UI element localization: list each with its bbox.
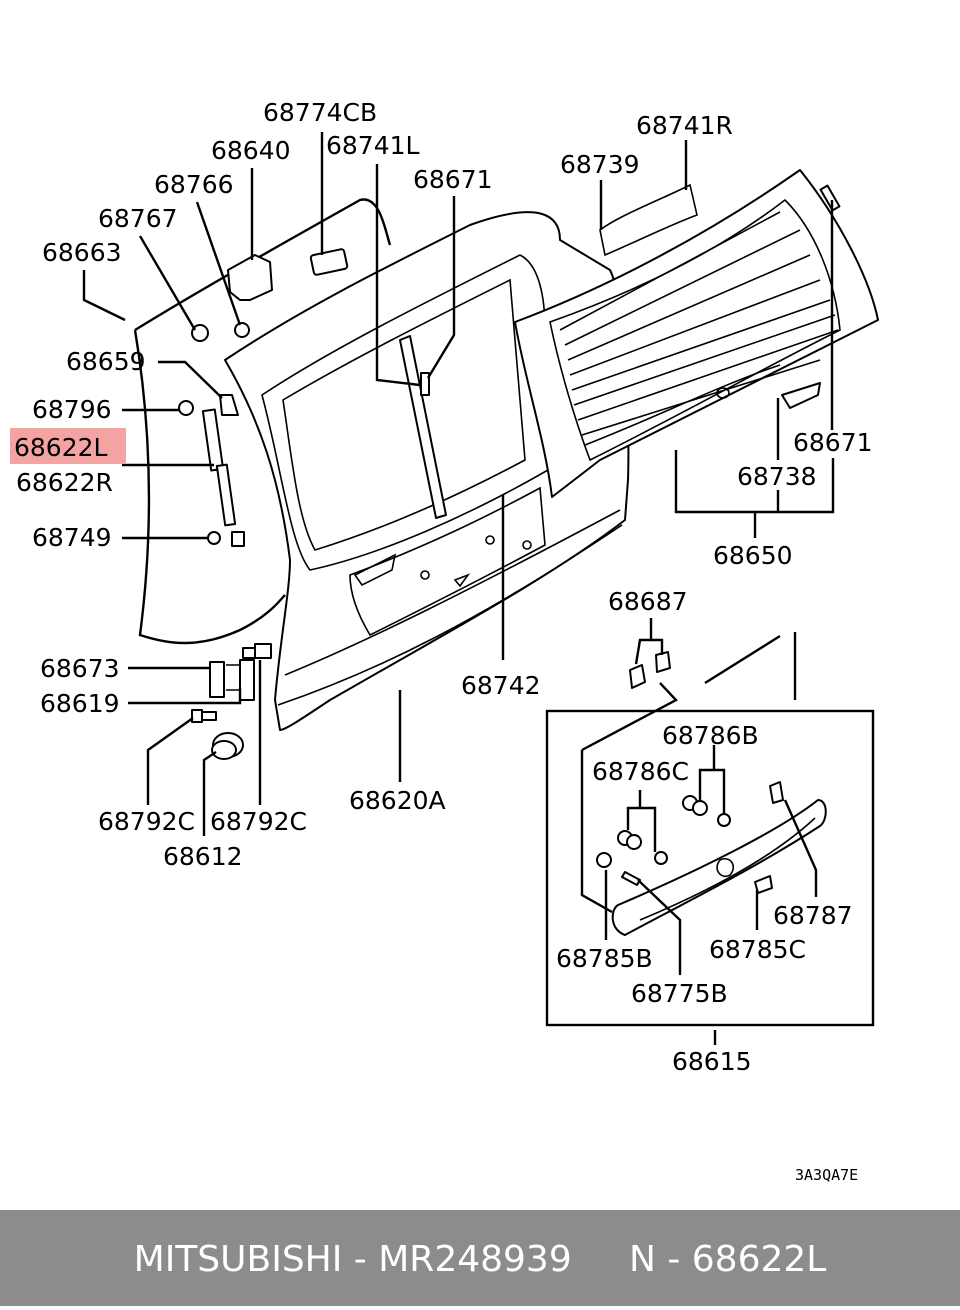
label-68687: 68687 [608, 587, 688, 616]
label-68650: 68650 [713, 541, 793, 570]
label-68739: 68739 [560, 150, 640, 179]
label-68741r: 68741R [636, 111, 733, 140]
part-labels: 68774CB 68640 68766 68767 68663 68741L 6… [14, 98, 873, 1184]
label-68792c-right: 68792C [210, 807, 307, 836]
label-68620a: 68620A [349, 786, 446, 815]
part-68671-top [420, 372, 430, 396]
label-68741l: 68741L [326, 131, 420, 160]
label-68749: 68749 [32, 523, 112, 552]
label-68774cb: 68774CB [263, 98, 377, 127]
label-68663: 68663 [42, 238, 122, 267]
weatherstrip-seal [133, 198, 392, 645]
part-68640-hinge [227, 254, 273, 301]
parts-diagram: 68774CB 68640 68766 68767 68663 68741L 6… [10, 98, 879, 1184]
label-68671-top: 68671 [413, 165, 493, 194]
garnish-assembly [596, 651, 827, 936]
diagram-code: 3A3QA7E [795, 1166, 858, 1184]
label-68767: 68767 [98, 204, 178, 233]
label-68619: 68619 [40, 689, 120, 718]
label-68612: 68612 [163, 842, 243, 871]
part-68741l [399, 335, 447, 519]
label-68766: 68766 [154, 170, 234, 199]
label-68671-right: 68671 [793, 428, 873, 457]
label-68738: 68738 [737, 462, 817, 491]
label-68775b: 68775B [631, 979, 728, 1008]
label-68785b: 68785B [556, 944, 653, 973]
part-68766-nut [234, 322, 250, 338]
hinge-set [191, 643, 272, 723]
part-number-caption: MITSUBISHI - MR248939 N - 68622L [133, 1239, 827, 1280]
label-68785c: 68785C [709, 935, 806, 964]
label-68622r: 68622R [16, 468, 113, 497]
label-68640: 68640 [211, 136, 291, 165]
label-68787: 68787 [773, 901, 853, 930]
part-68774cb [309, 248, 349, 276]
highlight-68622l [10, 428, 126, 464]
footer-bar: MITSUBISHI - MR248939 N - 68622L [0, 1210, 960, 1306]
label-68742: 68742 [461, 671, 541, 700]
label-68786c: 68786C [592, 757, 689, 786]
part-68612-bumper [211, 732, 244, 760]
label-68659: 68659 [66, 347, 146, 376]
gas-strut [178, 400, 245, 547]
label-68792c-left: 68792C [98, 807, 195, 836]
label-68622l: 68622L [14, 433, 108, 462]
leader-lines [82, 132, 835, 1045]
part-68659-bracket [219, 394, 239, 416]
label-68786b: 68786B [662, 721, 759, 750]
garnish-box [545, 709, 875, 1027]
label-68796: 68796 [32, 395, 112, 424]
glass-assembly [514, 169, 879, 498]
label-68615: 68615 [672, 1047, 752, 1076]
part-68767-bolt [191, 324, 209, 342]
label-68673: 68673 [40, 654, 120, 683]
